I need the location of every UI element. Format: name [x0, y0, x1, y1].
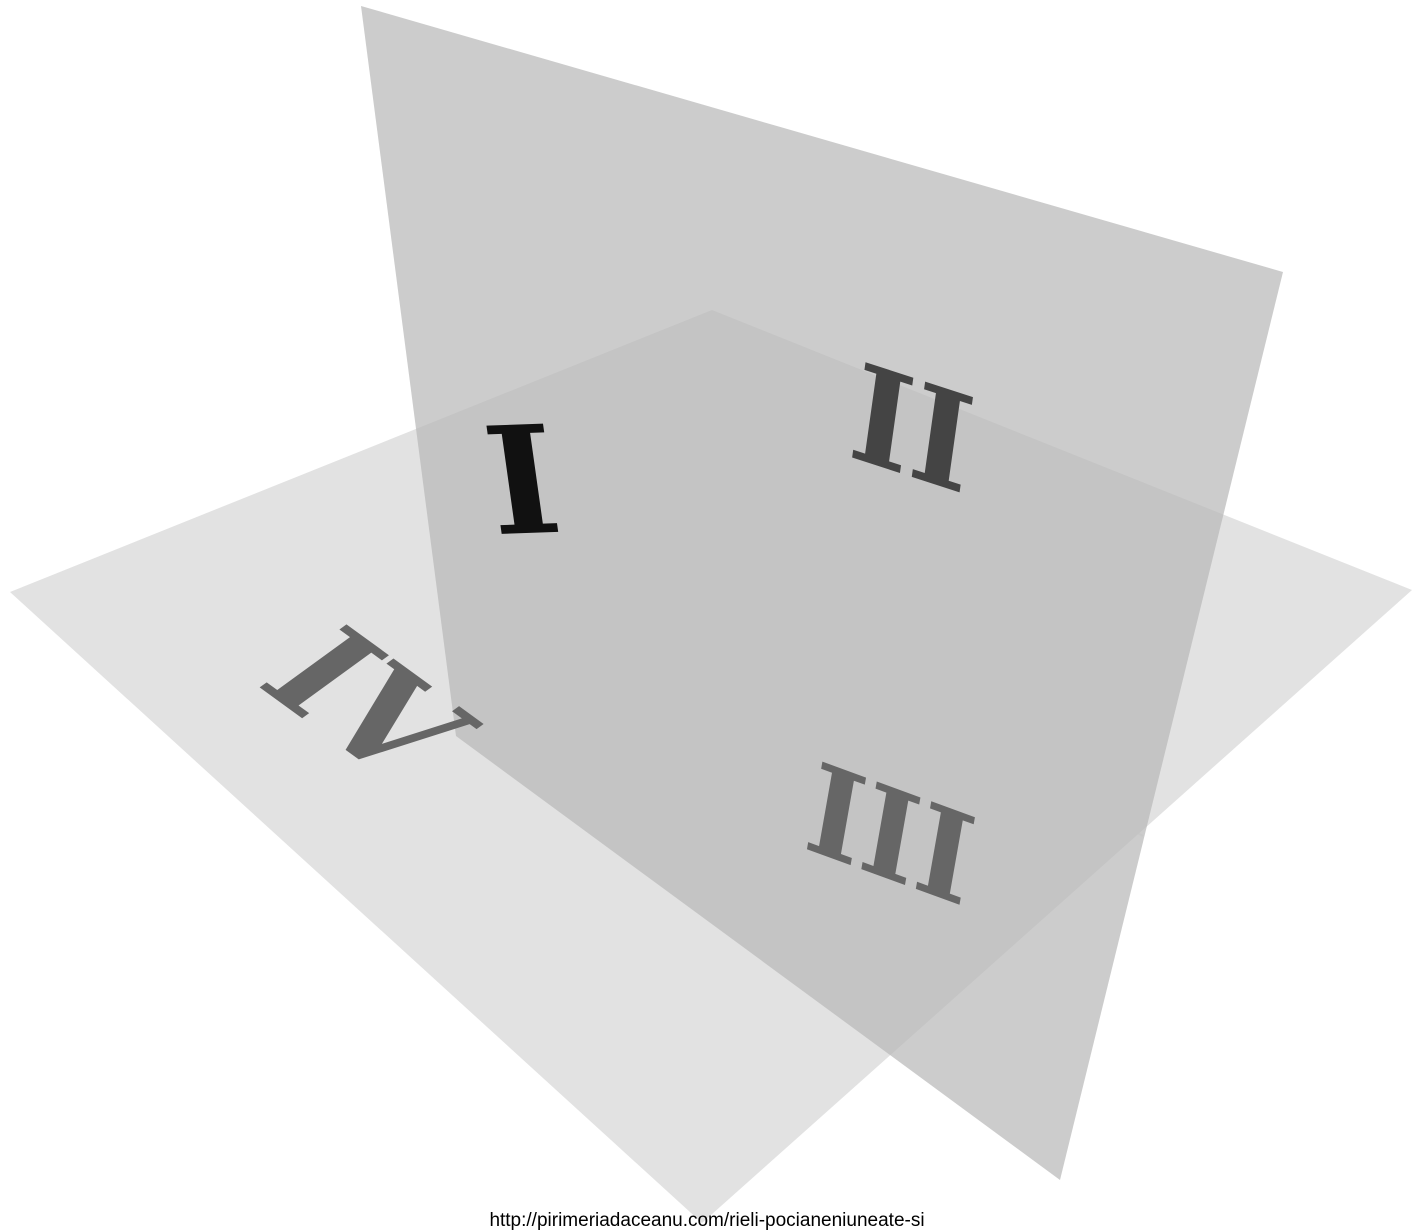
quadrant-label-ii: II	[842, 334, 983, 526]
source-url-caption: http://pirimeriadaceanu.com/rieli-pocian…	[489, 1210, 925, 1231]
intersection-line	[420, 431, 1144, 837]
vertical-plane	[361, 6, 1283, 1180]
